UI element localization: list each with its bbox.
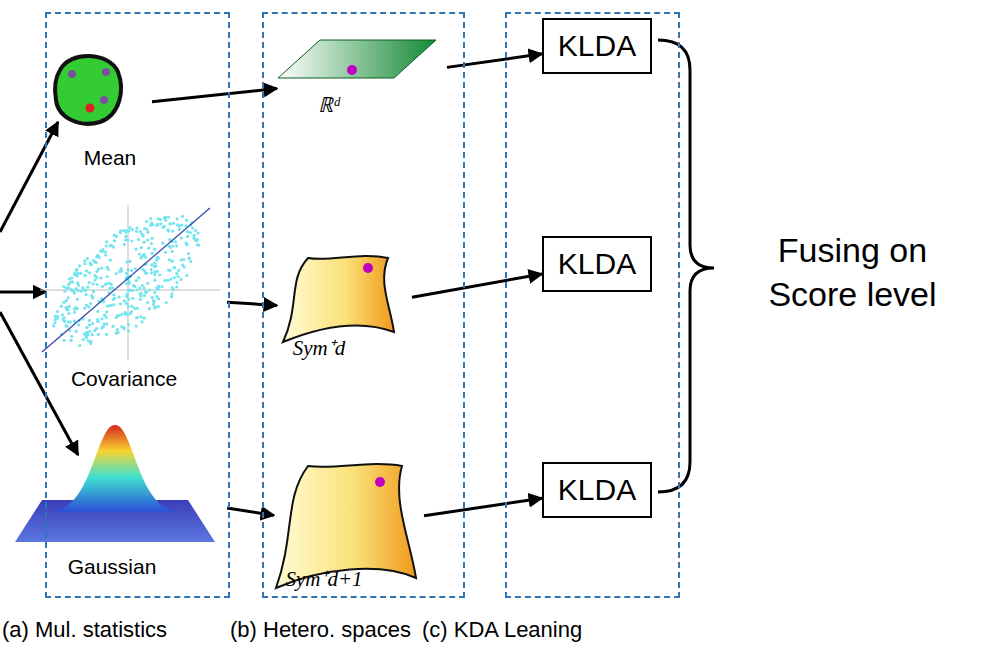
figure-label: Covariance (71, 367, 177, 391)
dashed-panel: (c) KDA LeaningKLDAKLDAKLDA (505, 12, 680, 598)
point-dot (363, 263, 373, 273)
panel-caption: (a) Mul. statistics (2, 617, 167, 642)
figure-label: ℝᵈ (318, 93, 340, 117)
mean-blob (55, 56, 121, 124)
klda-box: KLDA (542, 462, 652, 518)
sample-dot (100, 96, 108, 104)
flow-arrow (227, 302, 277, 305)
box-label: KLDA (558, 247, 636, 282)
box-label: KLDA (558, 473, 636, 508)
statistic-figure: Gaussian (52, 407, 227, 582)
mean-dot (86, 104, 95, 113)
fusion-brace (658, 40, 714, 492)
klda-box: KLDA (542, 18, 652, 74)
flow-arrow (447, 54, 542, 68)
sample-dot (68, 70, 76, 78)
klda-box: KLDA (542, 236, 652, 292)
principal-axis (42, 208, 210, 352)
point-dot (347, 65, 357, 75)
flow-arrow (412, 274, 542, 297)
box-label: KLDA (558, 29, 636, 64)
statistic-figure: Mean (52, 42, 152, 172)
flow-arrow (424, 498, 542, 516)
input-arrow (0, 291, 46, 294)
input-arrow (0, 122, 58, 232)
statistic-figure: Sym⁺d (277, 252, 412, 367)
fusion-label: Fusing on Score level (740, 228, 965, 316)
figure-label: Gaussian (68, 555, 157, 579)
euclidean-plane (278, 40, 436, 78)
point-dot (375, 477, 385, 487)
figure-label: Mean (84, 146, 137, 170)
dashed-panel: (a) Mul. statisticsMeanCovarianceGaussia… (45, 12, 230, 598)
spd-manifold (283, 256, 394, 342)
dashed-panel: (b) Hetero. spacesℝᵈSym⁺dSym⁺d+1 (262, 12, 465, 598)
input-arrow (0, 312, 78, 455)
figure-label: Sym⁺d+1 (285, 567, 362, 591)
gaussian-bell (50, 425, 180, 512)
statistic-figure: ℝᵈ (277, 37, 447, 122)
statistic-figure: Sym⁺d+1 (274, 457, 424, 597)
flow-arrow (227, 508, 274, 515)
flow-arrow (152, 88, 277, 101)
figure-label: Sym⁺d (293, 336, 346, 360)
sample-dot (102, 68, 110, 76)
panel-caption: (b) Hetero. spaces (230, 617, 411, 642)
panel-caption: (c) KDA Leaning (422, 617, 582, 642)
statistic-figure: Covariance (52, 197, 227, 397)
